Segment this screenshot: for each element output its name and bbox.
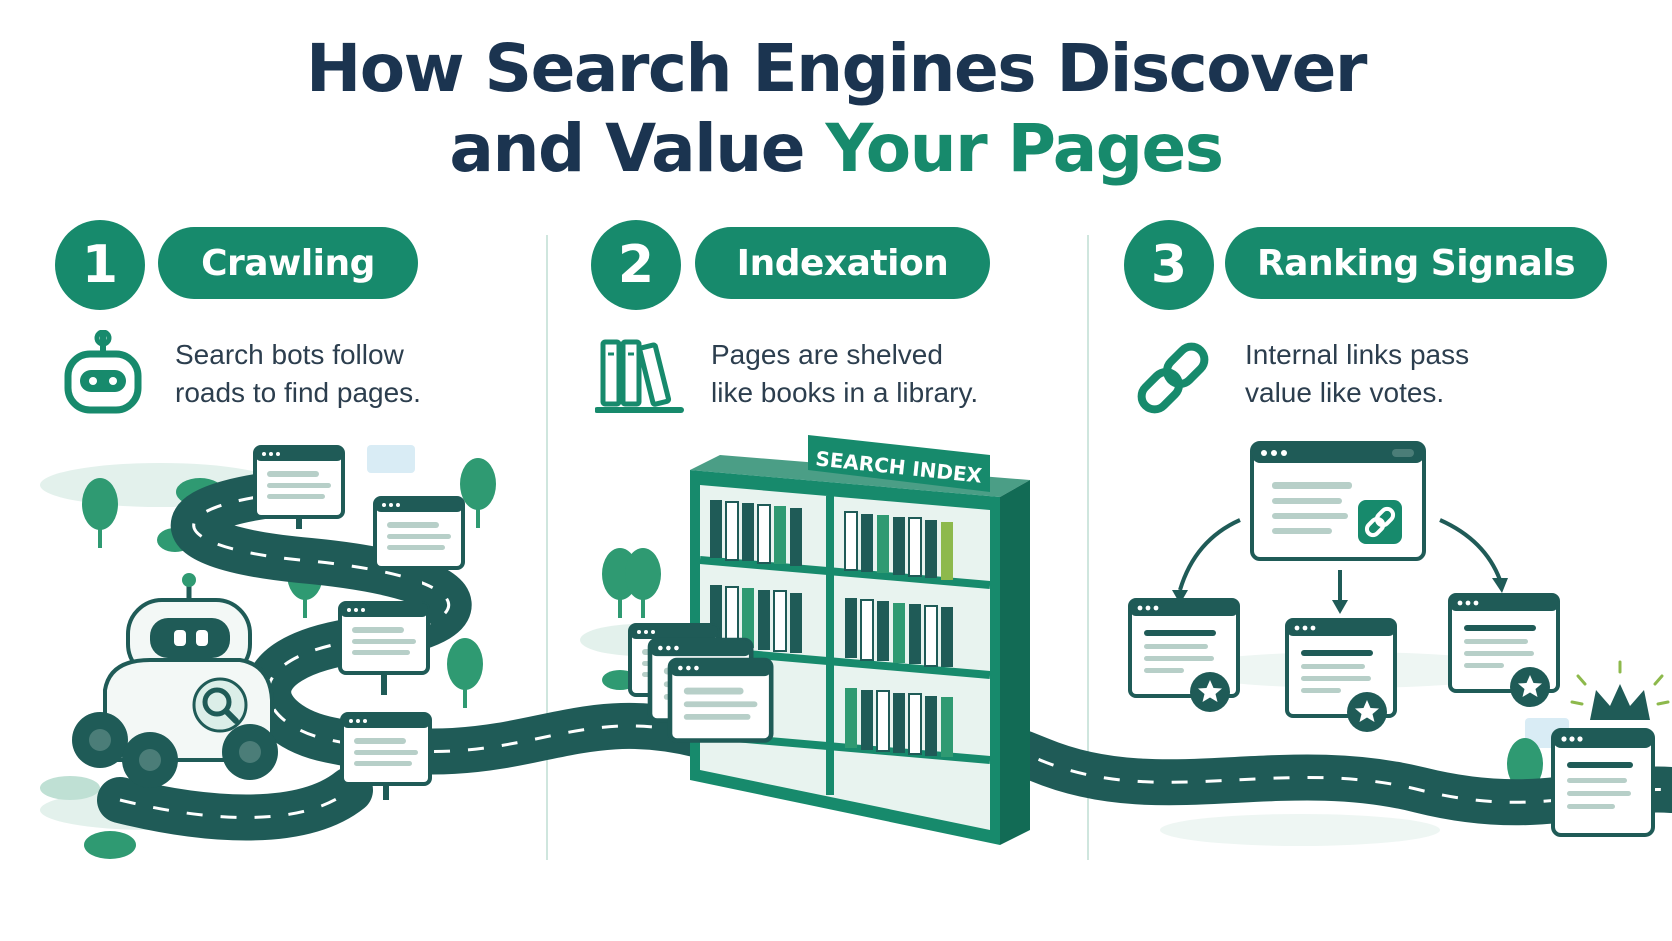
page-sign-2 [373, 496, 465, 588]
link-icon [1137, 342, 1209, 414]
title-line-1: How Search Engines Discover [306, 30, 1367, 107]
step-number-3: 3 [1124, 220, 1214, 310]
step-label-ranking-signals: Ranking Signals [1225, 227, 1607, 299]
step-description-crawling: Search bots follow roads to find pages. [175, 339, 421, 408]
title-line-2-accent: Your Pages [825, 110, 1225, 187]
title-line-2-prefix: and Value [449, 110, 805, 187]
column-divider-2 [1087, 235, 1089, 860]
books-icon [595, 339, 684, 413]
column-divider-1 [546, 235, 548, 860]
search-index-bookshelf: SEARCH INDEX [690, 435, 1030, 845]
page-sign-4 [340, 712, 432, 800]
page-sign-1 [253, 445, 345, 529]
title-line-2: and Value Your Pages [0, 110, 1672, 187]
step-description-indexation: Pages are shelved like books in a librar… [711, 339, 979, 408]
robot-icon [64, 330, 142, 414]
link-graph [1128, 441, 1560, 734]
step-number-1: 1 [55, 220, 145, 310]
page-sign-3 [338, 601, 430, 695]
step-description-ranking-signals: Internal links pass value like votes. [1245, 339, 1470, 408]
crawler-robot [72, 573, 278, 788]
step-label-crawling: Crawling [158, 227, 418, 299]
step-number-2: 2 [591, 220, 681, 310]
top-ranked-page [1551, 660, 1670, 837]
step-label-indexation: Indexation [695, 227, 990, 299]
